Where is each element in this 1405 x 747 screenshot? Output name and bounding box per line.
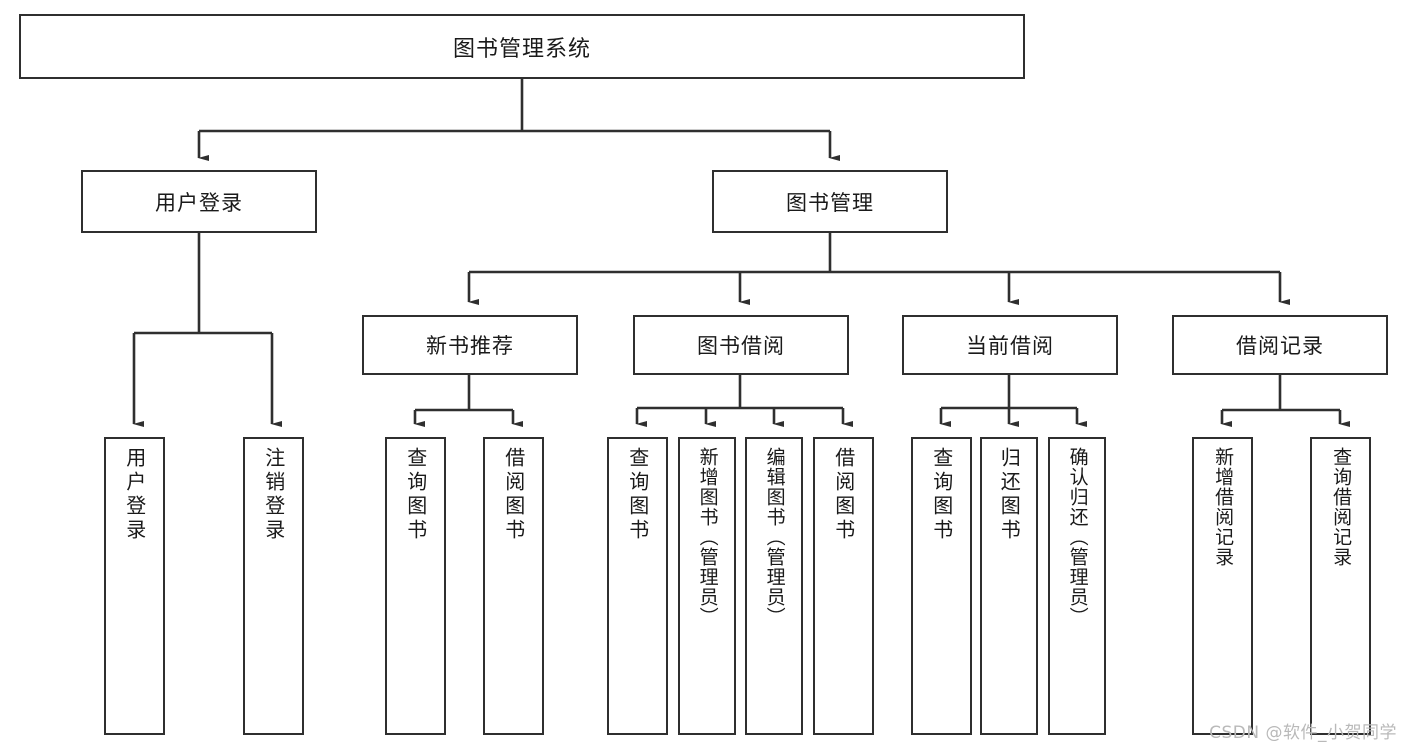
leaf-query-borrow-record-label: 查询借阅记录 — [1330, 447, 1353, 567]
leaf-logout-label: 注销登录 — [261, 447, 286, 543]
node-new-book-recommend-label: 新书推荐 — [426, 334, 514, 358]
node-borrow-record[interactable]: 借阅记录 — [1172, 315, 1388, 375]
leaf-query-books-current-label: 查询图书 — [929, 447, 954, 543]
watermark: CSDN @软件_小贺同学 — [1209, 723, 1397, 743]
leaf-query-books-recommend-label: 查询图书 — [403, 447, 428, 543]
leaf-add-book-admin-label: 新增图书（管理员） — [696, 447, 719, 627]
node-current-borrow[interactable]: 当前借阅 — [902, 315, 1118, 375]
node-root[interactable]: 图书管理系统 — [19, 14, 1025, 79]
leaf-logout[interactable]: 注销登录 — [243, 437, 304, 735]
leaf-add-borrow-record[interactable]: 新增借阅记录 — [1192, 437, 1253, 735]
node-borrow-record-label: 借阅记录 — [1236, 334, 1324, 358]
leaf-query-books-borrow-label: 查询图书 — [625, 447, 650, 543]
node-current-borrow-label: 当前借阅 — [966, 334, 1054, 358]
node-book-borrow[interactable]: 图书借阅 — [633, 315, 849, 375]
leaf-borrow-books-recommend[interactable]: 借阅图书 — [483, 437, 544, 735]
leaf-query-books-current[interactable]: 查询图书 — [911, 437, 972, 735]
leaf-edit-book-admin[interactable]: 编辑图书（管理员） — [745, 437, 803, 735]
leaf-borrow-books-borrow[interactable]: 借阅图书 — [813, 437, 874, 735]
leaf-query-borrow-record[interactable]: 查询借阅记录 — [1310, 437, 1371, 735]
leaf-query-books-recommend[interactable]: 查询图书 — [385, 437, 446, 735]
leaf-user-login[interactable]: 用户登录 — [104, 437, 165, 735]
leaf-query-books-borrow[interactable]: 查询图书 — [607, 437, 668, 735]
leaf-confirm-return-admin[interactable]: 确认归还（管理员） — [1048, 437, 1106, 735]
leaf-borrow-books-recommend-label: 借阅图书 — [501, 447, 526, 543]
node-book-borrow-label: 图书借阅 — [697, 334, 785, 358]
node-root-label: 图书管理系统 — [452, 36, 591, 62]
leaf-user-login-label: 用户登录 — [122, 447, 147, 543]
node-new-book-recommend[interactable]: 新书推荐 — [362, 315, 578, 375]
leaf-return-books-label: 归还图书 — [997, 447, 1022, 543]
node-user-login-label: 用户登录 — [155, 190, 243, 215]
leaf-confirm-return-admin-label: 确认归还（管理员） — [1066, 447, 1089, 627]
node-book-management-label: 图书管理 — [786, 190, 874, 215]
node-book-management[interactable]: 图书管理 — [712, 170, 948, 233]
leaf-add-book-admin[interactable]: 新增图书（管理员） — [678, 437, 736, 735]
leaf-return-books[interactable]: 归还图书 — [980, 437, 1038, 735]
node-user-login[interactable]: 用户登录 — [81, 170, 317, 233]
leaf-edit-book-admin-label: 编辑图书（管理员） — [763, 447, 786, 627]
leaf-borrow-books-borrow-label: 借阅图书 — [831, 447, 856, 543]
leaf-add-borrow-record-label: 新增借阅记录 — [1212, 447, 1235, 567]
